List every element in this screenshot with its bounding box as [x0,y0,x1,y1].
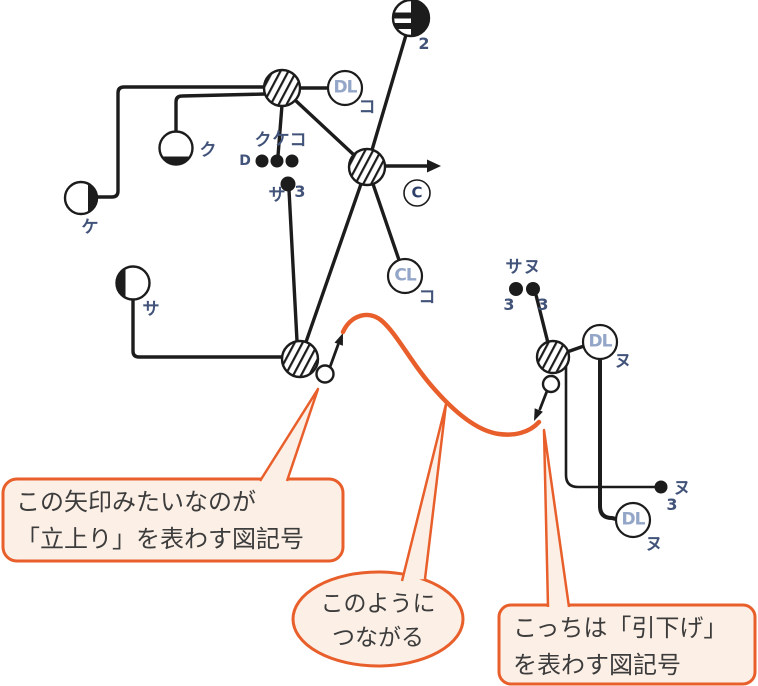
connect-bubble-tail [400,402,448,582]
label-three-bottom: 3 [666,495,678,514]
label-three-left: 3 [503,295,515,314]
junction-box-1 [262,68,302,108]
rising-bubble-tail [258,387,320,482]
label-switch-ko: コ [289,130,307,151]
c-device-letter: C [411,183,423,202]
label-outlet-count: 2 [418,34,430,53]
pulldown-symbol-circle [541,374,561,394]
pulldown-arrowhead [534,408,543,421]
outlet-2-symbol [391,0,431,38]
wire-box1-to-box2 [293,98,356,157]
orange-connection-curve [340,312,542,437]
junction-box-4 [535,339,571,375]
callout-shapes [1,387,757,686]
switch-dot-nu3-right [526,282,540,296]
junction-box-3 [280,339,320,379]
junction-boxes [262,68,571,379]
box2-arrowhead [427,159,441,173]
wire-dl-upper-drop-to-dl-lower [598,357,618,521]
rising-bubble-line1: この矢印みたいなのが [16,488,256,516]
downlight-letters-upper-left: DL [333,77,358,98]
wire-box4-to-dl-upper [565,344,586,354]
device-circles [315,69,652,539]
fixture-ke-symbol [63,180,99,216]
downlight-circle-right-lower [614,501,652,539]
rising-arrow-shaft [328,343,340,369]
wire-box4-drop-to-switch-nu [564,365,657,489]
switch-dot-ke [270,154,284,168]
switch-dot-sa3 [280,176,296,192]
label-switch-sa: サ [268,185,286,206]
rising-symbol-circle [315,364,335,384]
connect-bubble-text: このように つながる [293,587,463,655]
downlight-letters-right-upper: DL [588,331,613,352]
switch-dots [255,154,668,494]
downlight-letters-right-lower: DL [621,509,646,530]
pulldown-bubble-line1: こっちは「引下げ」 [513,614,728,642]
label-d: D [239,153,251,169]
wire-box2-to-cl [371,182,401,262]
pulldown-bubble-text: こっちは「引下げ」 を表わす図記号 [513,610,727,684]
switch-dot-sa3-right [509,282,523,296]
connect-bubble-shape [291,570,465,668]
wire-box2-to-outlet2 [370,33,408,152]
label-switch-nu-bottom: ヌ [673,478,691,499]
downlight-circle-upper-left [326,69,364,107]
downlight-circle-right-upper [581,323,619,361]
label-nu-downlight-upper: ヌ [614,351,632,372]
label-switch-sa-3: 3 [294,182,306,201]
fixture-sa-symbol [115,265,151,301]
label-switch-sa-top: サ [505,257,523,278]
c-device-circle [403,179,431,207]
label-switch-ku: ク [254,130,272,151]
lamp-ku-symbol [158,130,194,166]
rising-arrowhead [334,333,343,346]
junction-box-2 [347,147,387,187]
pulldown-bubble-shape [497,603,757,686]
label-ko-ceiling-light: コ [418,287,436,308]
rising-bubble-line2: 「立上り」を表わす図記号 [16,525,304,553]
wire-box2-to-box3 [304,182,363,344]
switch-dot-ko [285,154,299,168]
label-fixture-ke: ケ [81,217,99,238]
switch-dot-ku [255,154,269,168]
wire-fixture-sa-to-box3 [131,297,284,359]
label-switch-ke: ケ [272,129,290,150]
label-fixture-sa: サ [142,299,160,320]
ceiling-light-circle [386,257,424,295]
label-nu-downlight-lower: ヌ [645,534,663,555]
pulldown-bubble-line2: を表わす図記号 [513,651,681,679]
wire-box1-to-switches [276,103,284,158]
wire-group [95,33,657,521]
label-three-right: 3 [537,295,549,314]
connect-bubble-line2: つながる [332,625,424,651]
wire-switch-nu3-to-box4 [534,293,550,345]
label-ko-downlight: コ [358,97,376,118]
connect-bubble-line1: このように [320,591,436,617]
wire-lamp-ku-to-box1 [174,92,267,134]
wire-switch-sa3-to-box3 [287,188,299,343]
ceiling-light-letters: CL [394,265,416,286]
rising-bubble-text: この矢印みたいなのが 「立上り」を表わす図記号 [16,484,304,558]
pulldown-arrow-shaft [538,389,549,411]
label-switch-nu-top: ヌ [523,257,541,278]
wire-outlet-ke-to-box1 [95,85,267,199]
pulldown-bubble-tail [542,428,571,608]
switch-dot-nu3-bottom [654,480,668,494]
rising-bubble-shape [1,477,345,563]
label-lamp-ku: ク [199,140,217,161]
